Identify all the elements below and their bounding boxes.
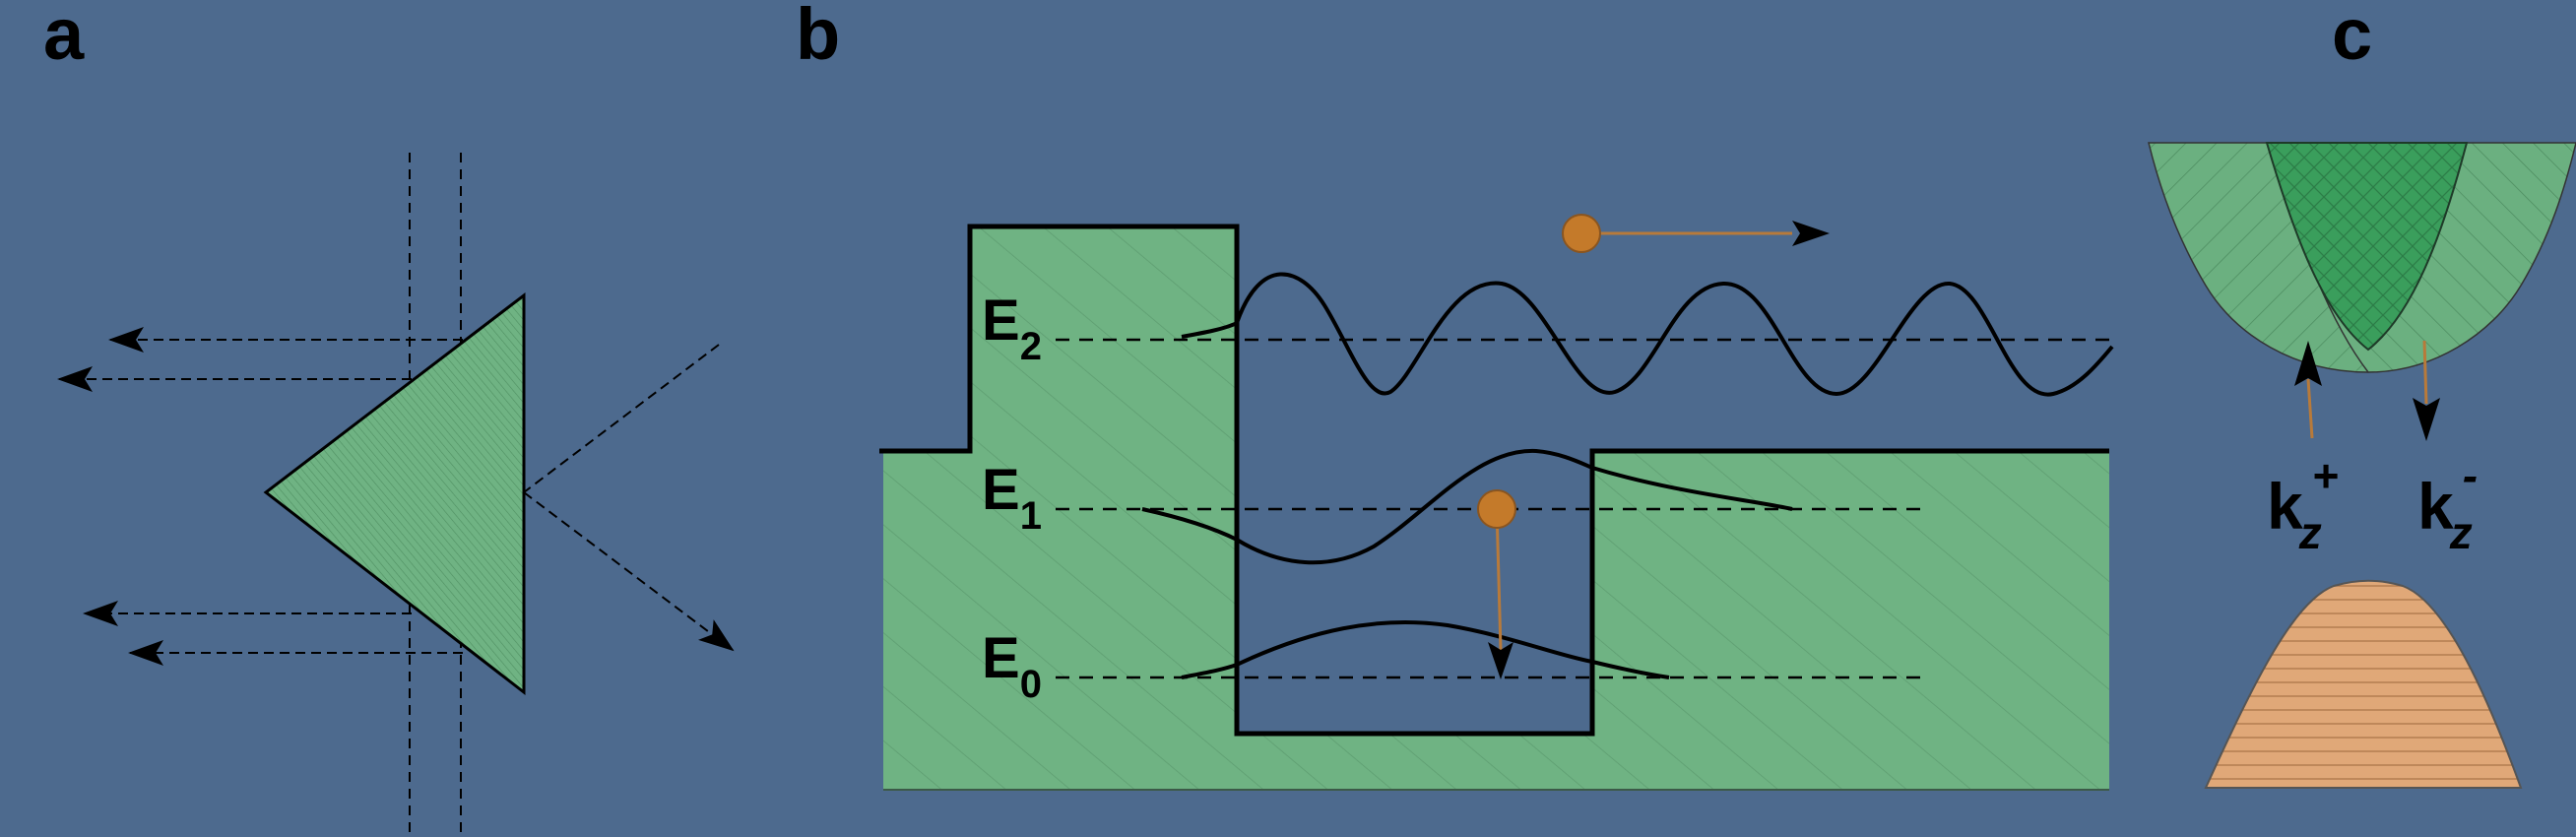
energy-label-E1: E1	[982, 458, 1042, 538]
energy-label-E0: E0	[982, 626, 1042, 706]
conduction-band-overlap	[2265, 142, 2469, 352]
panel-label-a: a	[43, 0, 85, 75]
k-plus-label: kz+	[2267, 450, 2339, 558]
wavefunction-E2	[1181, 272, 2114, 397]
arrow-icon	[2413, 398, 2440, 441]
k-minus-arrow	[2413, 340, 2440, 441]
arrow-icon	[1792, 221, 1830, 246]
valence-band	[2204, 579, 2523, 789]
energy-label-E2: E2	[982, 289, 1042, 368]
arrow-icon	[1488, 642, 1513, 679]
prism	[263, 291, 526, 696]
potential-profile	[879, 224, 2109, 737]
panel-a-beams	[57, 327, 735, 666]
panel-label-b: b	[796, 0, 840, 75]
k-minus-label: kz-	[2417, 450, 2478, 558]
panel-label-c: c	[2332, 0, 2372, 75]
relaxing-particle	[1477, 489, 1516, 679]
potential-region	[883, 226, 2109, 790]
free-particle	[1562, 214, 1830, 253]
arrow-icon	[2294, 341, 2322, 386]
wavefunction-E1	[1141, 448, 1793, 565]
k-plus-arrow	[2294, 341, 2322, 439]
wavefunction-E0	[1181, 619, 1670, 679]
